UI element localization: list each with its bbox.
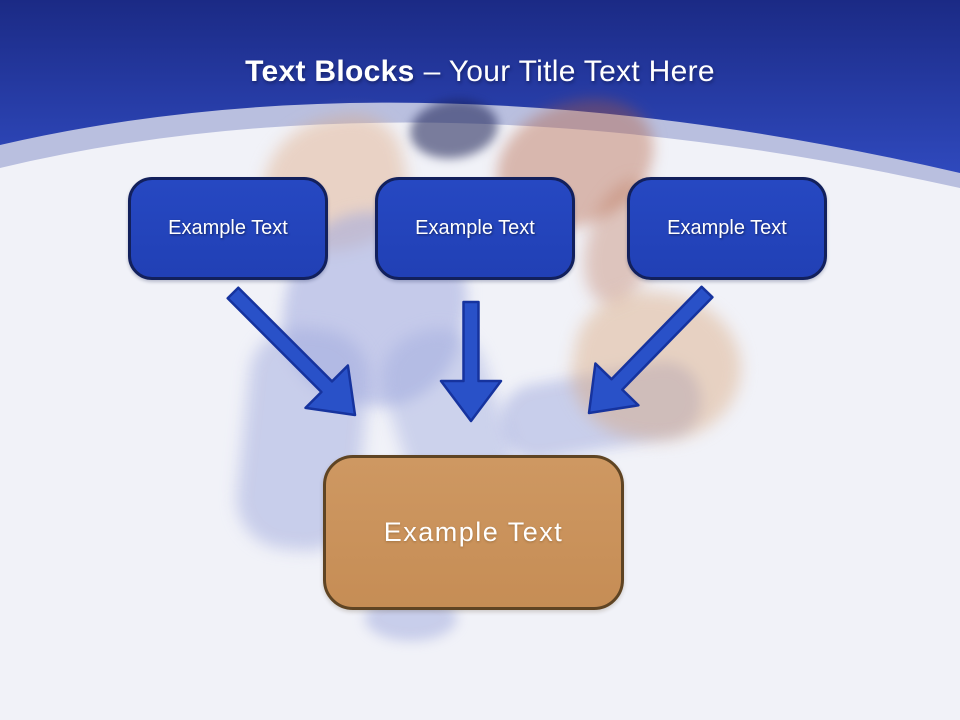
arrow-down-right-icon[interactable] — [226, 286, 357, 417]
photo-feet-skin — [561, 279, 753, 455]
arrow-down-icon[interactable] — [439, 300, 503, 423]
header-background — [0, 0, 960, 173]
arrow-down-left-icon[interactable] — [587, 285, 714, 415]
header-swoosh — [0, 0, 960, 188]
result-block[interactable]: Example Text — [323, 455, 624, 610]
text-block-3[interactable]: Example Text — [627, 177, 827, 280]
text-block-1-label: Example Text — [168, 217, 288, 239]
text-block-3-label: Example Text — [667, 217, 787, 239]
result-block-label: Example Text — [383, 517, 564, 547]
slide-title-bold: Text Blocks — [245, 55, 415, 88]
text-block-2-label: Example Text — [415, 217, 535, 239]
text-block-1[interactable]: Example Text — [128, 177, 328, 280]
text-block-2[interactable]: Example Text — [375, 177, 575, 280]
slide-title-rest: – Your Title Text Here — [423, 55, 715, 88]
slide-title: Text Blocks– Your Title Text Here — [0, 54, 960, 90]
